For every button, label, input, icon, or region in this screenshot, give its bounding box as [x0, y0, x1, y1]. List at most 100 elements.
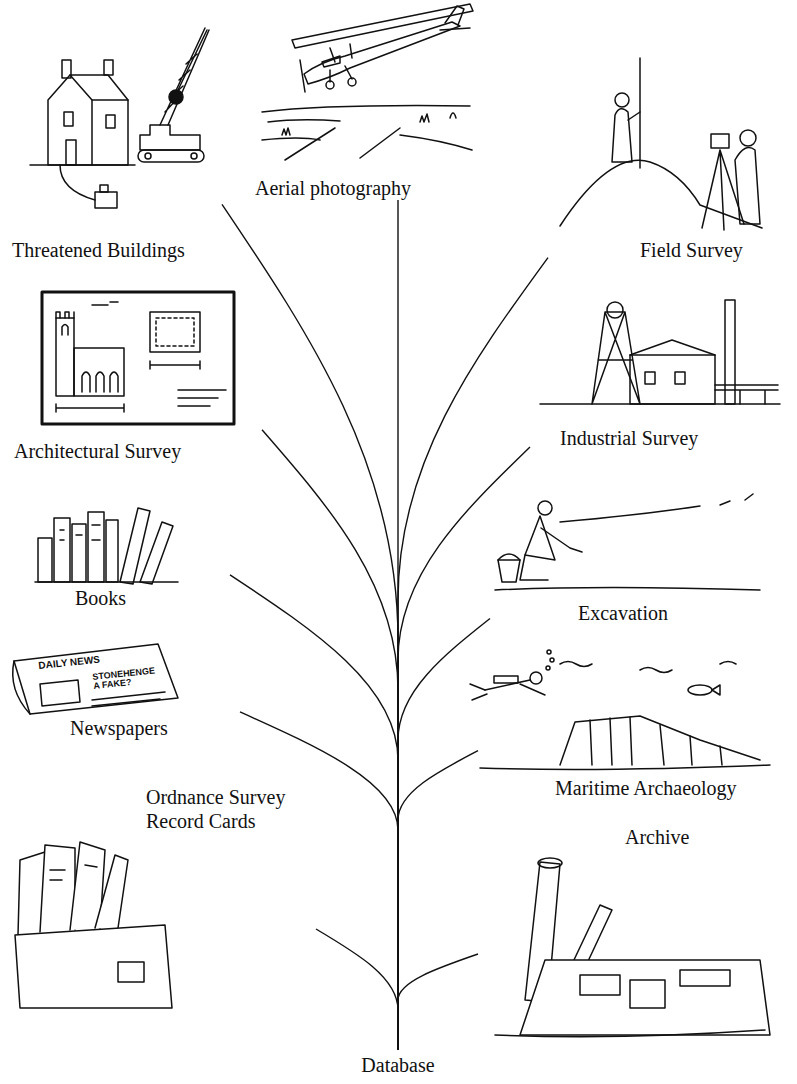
architectural-drawing-sketch-stroke: [82, 372, 118, 392]
landscape-sketch-stroke: [360, 128, 400, 158]
field-survey-sketch-stroke: [628, 112, 640, 120]
field-survey-sketch-stroke: [560, 160, 762, 228]
node-label: Ordnance Survey Record Cards: [146, 785, 308, 833]
aeroplane-sketch-stroke: [348, 78, 356, 86]
house-and-crane-sketch-stroke: [70, 75, 128, 100]
newspaper-sketch-stroke: [14, 644, 178, 714]
maritime-sketch-stroke: [590, 717, 722, 765]
house-and-crane-sketch-stroke: [100, 185, 108, 192]
books-sketch-stroke: [106, 520, 118, 582]
node-label: Industrial Survey: [560, 426, 698, 450]
maritime-sketch-stroke: [560, 716, 760, 765]
aeroplane-sketch-stroke: [322, 56, 340, 67]
architectural-drawing-sketch-stroke: [178, 390, 226, 406]
excavation-sketch-stroke: [495, 588, 760, 591]
excavation-sketch-stroke: [541, 528, 582, 552]
books-sketch-stroke: [60, 525, 100, 540]
house-and-crane-sketch-stroke: [66, 140, 76, 165]
architectural-drawing-sketch-stroke: [150, 361, 200, 369]
house-and-crane-sketch-stroke: [160, 28, 209, 125]
maritime-sketch-stroke: [688, 685, 712, 695]
node-label: Field Survey: [640, 238, 743, 262]
maritime-sketch-stroke: [520, 684, 545, 695]
node-label: Threatened Buildings: [12, 238, 185, 262]
field-survey-sketch-stroke: [740, 130, 756, 146]
house-and-crane-sketch-stroke: [64, 112, 73, 126]
books-sketch-stroke: [88, 512, 104, 582]
house-and-crane-sketch-stroke: [140, 125, 200, 150]
architectural-drawing-sketch-stroke: [56, 312, 74, 318]
books-sketch-stroke: [140, 522, 173, 584]
archive-sketch-stroke: [630, 980, 665, 1008]
landscape-sketch-stroke: [400, 135, 472, 150]
branch-line: [240, 712, 398, 1050]
house-and-crane-sketch-stroke: [104, 60, 113, 75]
newspaper-sketch-stroke: [13, 661, 30, 714]
maritime-sketch-stroke: [470, 684, 487, 700]
landscape-sketch-stroke: [262, 138, 320, 140]
aeroplane-sketch-stroke: [304, 22, 460, 84]
maritime-sketch-stroke: [547, 650, 551, 654]
maritime-sketch-stroke: [550, 658, 554, 662]
aeroplane-sketch-stroke: [326, 81, 334, 89]
books-sketch: [35, 508, 178, 584]
maritime-sketch-stroke: [480, 765, 770, 769]
newspaper-sketch: [13, 644, 178, 714]
excavation-sketch-stroke: [525, 516, 555, 560]
excavation-sketch-stroke: [498, 554, 520, 560]
landscape-sketch-stroke: [262, 106, 470, 112]
industrial-site-sketch-stroke: [645, 372, 655, 384]
industrial-site-sketch-stroke: [592, 312, 640, 404]
field-survey-sketch-stroke: [735, 148, 760, 224]
field-survey-sketch-stroke: [615, 93, 629, 107]
architectural-drawing-sketch-stroke: [42, 292, 234, 424]
industrial-site-sketch-stroke: [725, 300, 735, 404]
source-node: Architectural Survey: [12, 288, 262, 463]
node-label: Aerial photography: [255, 176, 411, 200]
books-sketch-stroke: [72, 524, 86, 582]
source-node: Industrial Survey: [530, 295, 780, 450]
aeroplane-sketch-stroke: [300, 60, 305, 92]
architectural-drawing-sketch-stroke: [56, 404, 124, 412]
landscape-sketch: [262, 106, 472, 160]
house-and-crane-sketch-stroke: [95, 192, 117, 208]
house-and-crane-sketch-stroke: [62, 60, 71, 78]
house-and-crane-sketch-stroke: [92, 100, 128, 165]
source-node: Threatened Buildings: [10, 40, 222, 262]
industrial-site-sketch-stroke: [675, 372, 685, 384]
maritime-sketch-stroke: [530, 672, 542, 684]
branch-line: [398, 619, 490, 1051]
field-survey-sketch-stroke: [612, 109, 632, 162]
node-label: Architectural Survey: [14, 439, 181, 463]
node-label: Maritime Archaeology: [555, 776, 737, 800]
house-and-crane-sketch-stroke: [169, 90, 183, 104]
record-card-box-sketch: [15, 842, 172, 1008]
excavation-sketch-stroke: [720, 494, 753, 505]
landscape-sketch-stroke: [268, 120, 340, 122]
node-label: Excavation: [578, 601, 668, 625]
field-survey-sketch: [560, 58, 762, 230]
books-sketch-stroke: [54, 518, 70, 582]
excavation-sketch: [495, 494, 760, 590]
branch-line: [262, 430, 398, 1050]
house-and-crane-sketch-stroke: [30, 164, 135, 166]
landscape-sketch-stroke: [285, 128, 335, 160]
house-and-crane-sketch-stroke: [191, 153, 197, 159]
maritime-sketch-stroke: [712, 685, 720, 695]
source-node: Maritime Archaeology: [478, 655, 783, 800]
archive-sketch-stroke: [580, 975, 620, 995]
branch-line: [398, 258, 548, 1050]
archive-sketch: [495, 858, 770, 1037]
newspaper-sketch-stroke: [40, 680, 80, 706]
source-node: Excavation: [490, 495, 765, 625]
record-card-box-sketch-stroke: [15, 925, 172, 1008]
node-label: Newspapers: [70, 716, 168, 740]
excavation-sketch-stroke: [560, 506, 700, 522]
field-survey-sketch-stroke: [711, 134, 729, 148]
excavation-sketch-stroke: [538, 501, 552, 515]
excavation-sketch-stroke: [498, 560, 520, 582]
house-and-crane-sketch-stroke: [145, 153, 151, 159]
record-card-box-sketch-stroke: [95, 855, 128, 928]
landscape-sketch-stroke: [282, 128, 290, 135]
